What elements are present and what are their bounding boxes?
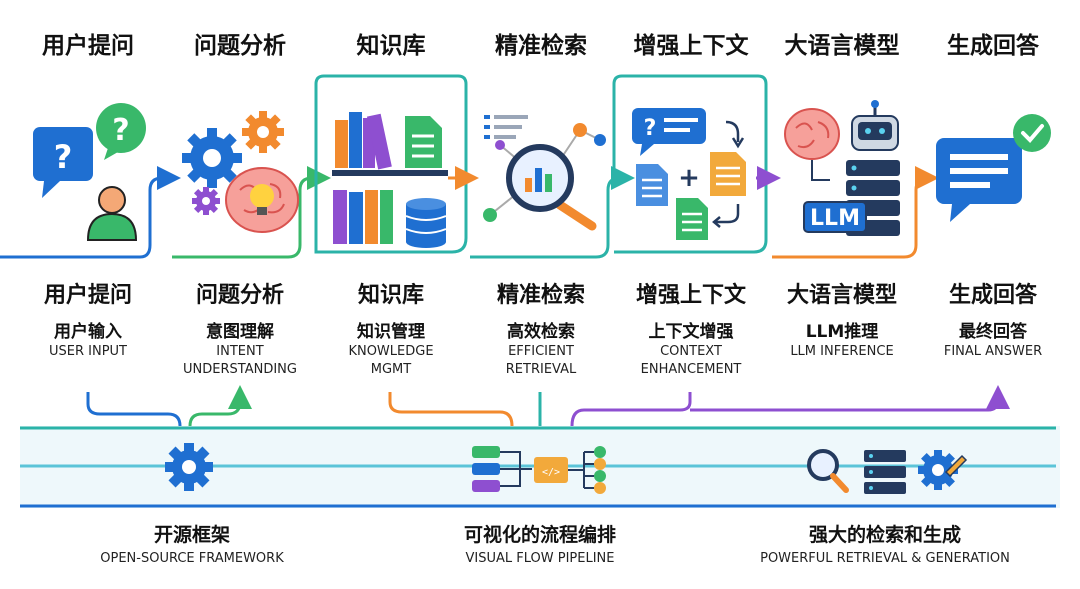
- step-7-title: 生成回答: [918, 277, 1068, 309]
- step-2-subtitle-en: INTENT UNDERSTANDING: [165, 343, 315, 379]
- svg-text:?: ?: [54, 138, 73, 176]
- database-icon: [406, 198, 446, 248]
- feature-1-subtitle: OPEN-SOURCE FRAMEWORK: [12, 551, 372, 566]
- books-database-icon: [332, 112, 448, 248]
- step-1-subtitle-en: USER INPUT: [13, 343, 163, 361]
- brain-gears-icon: [182, 111, 298, 232]
- step-3-header: 知识库: [316, 26, 466, 60]
- platform-connectors: [88, 392, 998, 426]
- step-2-title: 问题分析: [165, 277, 315, 309]
- step-3-subtitle-en: KNOWLEDGE MGMT: [316, 343, 466, 379]
- step-2-header: 问题分析: [165, 26, 315, 60]
- feature-3-subtitle: POWERFUL RETRIEVAL & GENERATION: [705, 551, 1065, 566]
- step-5-title: 增强上下文: [616, 277, 766, 309]
- step-2-subtitle-cn: 意图理解: [165, 317, 315, 342]
- llm-label: LLM: [810, 206, 860, 231]
- framework-gear-icon: [165, 443, 213, 491]
- svg-text:</>: </>: [542, 467, 560, 478]
- svg-text:?: ?: [112, 113, 129, 148]
- step-6-header: 大语言模型: [767, 26, 917, 60]
- step-3-subtitle-cn: 知识管理: [316, 317, 466, 342]
- step-6-title: 大语言模型: [767, 277, 917, 309]
- step-7-subtitle-cn: 最终回答: [918, 317, 1068, 342]
- step-7-header: 生成回答: [918, 26, 1068, 60]
- feature-2-subtitle: VISUAL FLOW PIPELINE: [360, 551, 720, 566]
- step-5-subtitle-cn: 上下文增强: [616, 317, 766, 342]
- step-7-subtitle-en: FINAL ANSWER: [918, 343, 1068, 361]
- step-4-title: 精准检索: [466, 277, 616, 309]
- magnifier-network-icon: [483, 115, 606, 226]
- feature-3-title: 强大的检索和生成: [705, 520, 1065, 547]
- svg-text:+: +: [678, 163, 700, 193]
- context-docs-icon: ? +: [632, 108, 746, 240]
- llm-robot-icon: LLM: [785, 100, 900, 236]
- svg-text:?: ?: [644, 116, 657, 141]
- flow-connectors: [0, 76, 930, 257]
- step-4-header: 精准检索: [466, 26, 616, 60]
- server-icon: [864, 450, 906, 494]
- step-6-subtitle-en: LLM INFERENCE: [767, 343, 917, 361]
- step-1-subtitle-cn: 用户输入: [13, 317, 163, 342]
- step-1-header: 用户提问: [13, 26, 163, 60]
- step-1-title: 用户提问: [13, 277, 163, 309]
- feature-1-title: 开源框架: [12, 520, 372, 547]
- answer-check-icon: [936, 114, 1051, 222]
- user-question-icon: ? ?: [33, 103, 146, 240]
- step-6-subtitle-cn: LLM推理: [767, 317, 917, 342]
- step-3-title: 知识库: [316, 277, 466, 309]
- step-4-subtitle-en: EFFICIENT RETRIEVAL: [466, 343, 616, 379]
- feature-2-title: 可视化的流程编排: [360, 520, 720, 547]
- step-5-subtitle-en: CONTEXT ENHANCEMENT: [616, 343, 766, 379]
- step-4-subtitle-cn: 高效检索: [466, 317, 616, 342]
- connector-1-2: [0, 178, 172, 257]
- step-5-header: 增强上下文: [616, 26, 766, 60]
